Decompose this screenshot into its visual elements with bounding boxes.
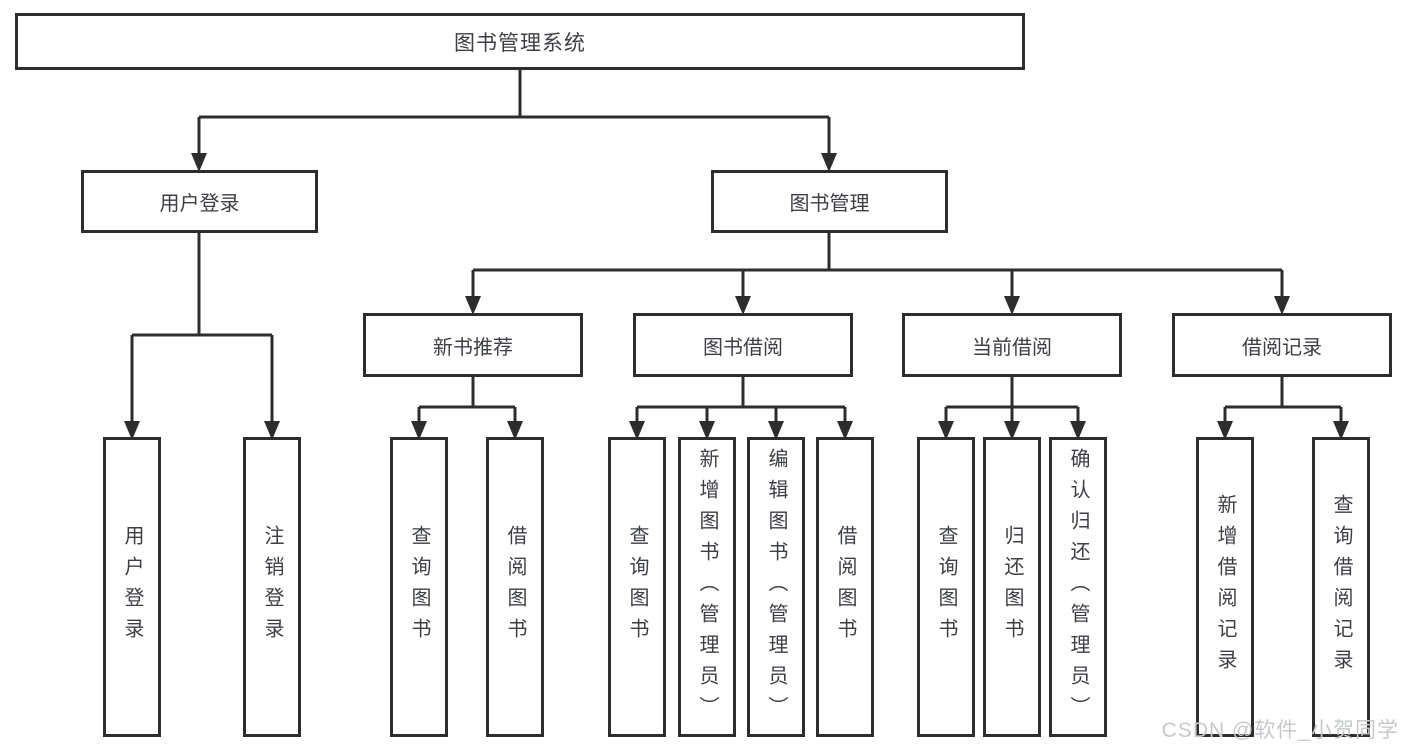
leaf-user-login: 用户登录 xyxy=(103,437,161,737)
leaf-newbook-borrow-books: 借阅图书 xyxy=(486,437,544,737)
edge-root-to-level2 xyxy=(197,70,831,158)
edge-borrowrecord-to-leaves xyxy=(1223,377,1343,427)
node-user-login: 用户登录 xyxy=(81,170,318,233)
leaf-borrowing-add-books-admin: 新增图书（管理员） xyxy=(678,437,736,737)
node-new-book-recommendation: 新书推荐 xyxy=(363,313,583,377)
leaf-borrowing-borrow-books: 借阅图书 xyxy=(816,437,874,737)
leaf-borrowing-query-books: 查询图书 xyxy=(608,437,666,737)
leaf-current-confirm-return-admin: 确认归还（管理员） xyxy=(1049,437,1107,737)
edge-userlogin-to-leaves xyxy=(130,233,274,427)
node-current-borrowing: 当前借阅 xyxy=(902,313,1122,377)
edge-bookmgmt-to-level3 xyxy=(471,233,1284,302)
node-library-management-system: 图书管理系统 xyxy=(15,13,1025,70)
leaf-current-query-books: 查询图书 xyxy=(917,437,975,737)
leaf-records-query-record: 查询借阅记录 xyxy=(1312,437,1370,737)
leaf-records-add-record: 新增借阅记录 xyxy=(1196,437,1254,737)
leaf-logout: 注销登录 xyxy=(243,437,301,737)
edge-newbook-to-leaves xyxy=(417,377,517,427)
node-book-management: 图书管理 xyxy=(711,170,948,233)
node-borrowing-records: 借阅记录 xyxy=(1172,313,1392,377)
edge-currentborrow-to-leaves xyxy=(944,377,1080,427)
csdn-watermark: CSDN @软件_小贺同学 xyxy=(1161,719,1399,742)
edge-bookborrow-to-leaves xyxy=(635,377,847,427)
leaf-borrowing-edit-books-admin: 编辑图书（管理员） xyxy=(747,437,805,737)
leaf-newbook-query-books: 查询图书 xyxy=(390,437,448,737)
leaf-current-return-books: 归还图书 xyxy=(983,437,1041,737)
node-book-borrowing: 图书借阅 xyxy=(633,313,853,377)
